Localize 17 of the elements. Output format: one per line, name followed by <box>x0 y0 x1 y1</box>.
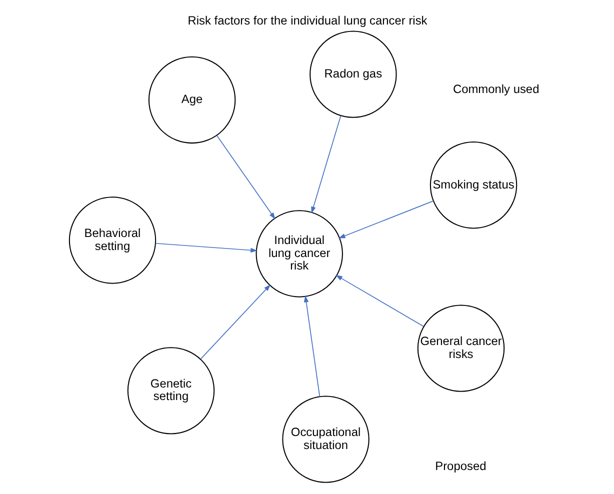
arrow <box>338 200 434 238</box>
diagram-title: Risk factors for the individual lung cancer risk <box>187 14 427 28</box>
label: Commonly used <box>452 82 539 96</box>
arrow <box>154 242 257 253</box>
node-circle: Behavioral setting <box>68 196 156 284</box>
node-circle: Genetic setting <box>126 347 214 434</box>
arrow <box>216 135 275 220</box>
arrow <box>310 115 341 214</box>
arrow <box>200 284 270 360</box>
node-circle: Radon gas <box>309 30 396 118</box>
label: Proposed <box>434 459 486 474</box>
arrow <box>335 274 424 327</box>
node-circle: General cancer risks <box>416 304 504 392</box>
node-circle: Occupational situation <box>282 396 369 483</box>
node-circle: Smoking status <box>429 142 517 229</box>
arrow <box>303 295 320 397</box>
node-circle: Age <box>148 56 236 144</box>
